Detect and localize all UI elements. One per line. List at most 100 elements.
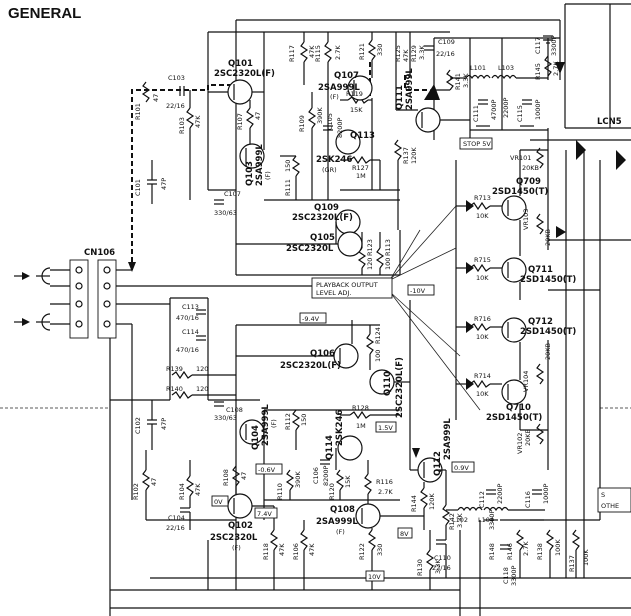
- resistor-shapes: [141, 39, 581, 571]
- q106-type: 2SC2320L(F): [280, 361, 341, 371]
- c107-value: 330/63: [214, 209, 237, 217]
- main-wiring: [145, 32, 631, 616]
- q712-label: Q712: [528, 317, 553, 327]
- r116-label: R116: [376, 478, 393, 486]
- c113-value: 470/16: [176, 314, 199, 322]
- r137-value: 120K: [410, 147, 418, 164]
- r122-label: R122: [358, 543, 366, 560]
- q101-type: 2SC2320L(F): [214, 69, 275, 79]
- r116-value: 2.7K: [378, 488, 393, 496]
- voltage-8: 8V: [400, 530, 409, 538]
- r145-value: 2.7K: [552, 61, 560, 76]
- stop-label: STOP 5V: [463, 140, 491, 148]
- q104-type: 2SA999L: [261, 404, 271, 446]
- playback-label-line2: LEVEL ADJ.: [316, 289, 351, 297]
- diagram-title: GENERAL: [8, 5, 81, 22]
- q103-label: Q103: [245, 161, 255, 186]
- playback-label-line1: PLAYBACK OUTPUT: [316, 281, 378, 289]
- q711-label: Q711: [528, 265, 553, 275]
- r142-value: 3.3K: [456, 513, 464, 528]
- q113-type: 2SK246: [316, 155, 352, 165]
- r121-value: 330: [376, 44, 384, 56]
- c107-label: C107: [224, 190, 241, 198]
- q103-type: 2SA999L: [255, 144, 265, 186]
- r101-label: R101: [134, 103, 142, 120]
- r106-label: R106: [292, 543, 300, 560]
- r119-label: R119: [346, 90, 363, 98]
- c105-label: C105: [326, 113, 334, 130]
- r129-value: 3.3K: [418, 45, 426, 60]
- r141-value: 3.3K: [462, 73, 470, 88]
- q107-label: Q107: [334, 71, 359, 81]
- c110-label: C110: [434, 554, 451, 562]
- r109-label: R109: [298, 115, 306, 132]
- l103-value: 2200P: [502, 97, 510, 118]
- c102-label: C102: [134, 417, 142, 434]
- c114-value: 470/16: [176, 346, 199, 354]
- r112-value: 150: [300, 414, 308, 426]
- r119-value: 15K: [350, 106, 363, 114]
- r117-value: 47K: [308, 45, 316, 58]
- q709-type: 2SD1450(T): [492, 187, 548, 197]
- r124-label: R124: [374, 327, 382, 344]
- c117-label: C117: [534, 37, 542, 54]
- r110-label: R110: [276, 483, 284, 500]
- q105-label: Q105: [310, 233, 335, 243]
- q114-label: Q114: [325, 435, 335, 460]
- q108-rank: (F): [336, 528, 345, 536]
- c104-label: C104: [168, 514, 185, 522]
- r148-label: R148: [488, 543, 496, 560]
- r112-label: R112: [284, 413, 292, 430]
- r142-label: R142: [448, 513, 456, 530]
- r145-label: R145: [534, 63, 542, 80]
- vr101-value: 20KB: [522, 164, 539, 172]
- connector-cn106: CN106: [14, 248, 340, 500]
- c103-label: C103: [168, 74, 185, 82]
- vr101-label: VR101: [510, 154, 531, 162]
- c104-value: 22/16: [166, 524, 185, 532]
- r107-value: 47: [254, 112, 262, 120]
- r130-value: 3.3K: [434, 559, 442, 574]
- voltage-0: 0V: [214, 498, 223, 506]
- r715-label: R715: [474, 256, 491, 264]
- voltage-10: 10V: [368, 573, 381, 581]
- voltage-n10: -10V: [410, 287, 426, 295]
- r714-value: 10K: [476, 390, 489, 398]
- l102-label: L102: [452, 516, 468, 524]
- r113-value: 100: [384, 258, 392, 270]
- r109-value: 390K: [316, 107, 324, 124]
- q711-type: 2SD1450(T): [520, 275, 576, 285]
- c113-label: C113: [182, 303, 199, 311]
- r113-label: R113: [384, 239, 392, 256]
- r115-value: 2.7K: [334, 45, 342, 60]
- q108-type: 2SA999L: [316, 517, 358, 527]
- r715-value: 10K: [476, 274, 489, 282]
- c114-label: C114: [182, 328, 199, 336]
- r138-value: 100K: [554, 539, 562, 556]
- q105-type: 2SC2320L: [286, 244, 334, 254]
- vr103-label: VR103: [522, 209, 530, 230]
- othe-label: OTHE: [601, 502, 619, 510]
- l103-label: L103: [498, 64, 514, 72]
- q112-type: 2SA999L: [443, 418, 453, 460]
- r138-label: R138: [536, 543, 544, 560]
- vr103-value: 20KB: [544, 229, 552, 246]
- r118-value: 47K: [278, 543, 286, 556]
- q102-rank: (F): [232, 544, 241, 552]
- q710-label: Q710: [506, 403, 531, 413]
- r146-label: R146: [506, 543, 514, 560]
- connector-label: CN106: [84, 248, 115, 258]
- r137b-value: 100K: [582, 549, 590, 566]
- inductor-labels: L101 L103 2200P L102 L104: [452, 64, 514, 524]
- r122-value: 330: [376, 544, 384, 556]
- q106-label: Q106: [310, 349, 335, 359]
- q113-label: Q113: [350, 131, 375, 141]
- transistor-shapes: [227, 75, 527, 529]
- q103-rank: (F): [264, 171, 272, 180]
- r117-label: R117: [288, 45, 296, 62]
- c103-value: 22/16: [166, 102, 185, 110]
- q108-label: Q108: [330, 505, 355, 515]
- r123-value: 120: [366, 258, 374, 270]
